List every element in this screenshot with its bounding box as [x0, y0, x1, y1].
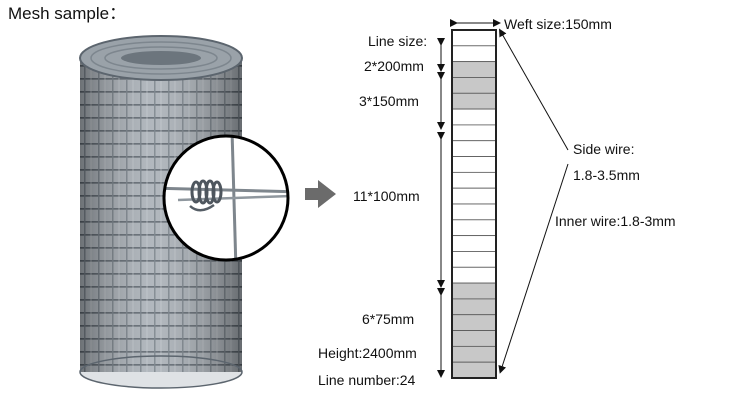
panel-cell-12: [451, 203, 497, 221]
side-wire-title: Side wire:: [573, 141, 635, 157]
height-label: Height:2400mm: [318, 345, 417, 361]
panel-cell-7: [451, 124, 497, 142]
inner-wire-label: Inner wire:1.8-3mm: [555, 213, 676, 229]
panel-cell-19: [451, 314, 497, 331]
panel-cell-5: [451, 92, 497, 110]
segment-label-3: 11*100mm: [353, 188, 420, 204]
panel-cell-14: [451, 235, 497, 252]
panel-cell-15: [451, 251, 497, 268]
panel-border: [451, 29, 497, 379]
line-size-label: Line size:: [368, 33, 428, 49]
side-wire-pointers: [498, 28, 569, 374]
panel-cell-17: [451, 282, 497, 300]
panel-cell-21: [451, 345, 497, 363]
panel-cell-4: [451, 77, 497, 94]
panel-cell-20: [451, 330, 497, 347]
mesh-panel: [451, 29, 497, 379]
panel-cell-9: [451, 156, 497, 173]
right-arrow-icon: [305, 180, 336, 208]
segment-label-4: 6*75mm: [362, 311, 415, 327]
panel-cell-18: [451, 298, 497, 316]
panel-cell-16: [451, 266, 497, 284]
mesh-sample-caption: Mesh sample：: [8, 4, 127, 23]
line-number-label: Line number:24: [318, 372, 416, 388]
panel-cell-6: [451, 108, 497, 126]
panel-cell-10: [451, 171, 497, 189]
knot-magnifier: [162, 134, 290, 262]
panel-cell-22: [451, 361, 497, 379]
segment-label-2: 3*150mm: [359, 93, 419, 109]
panel-cell-8: [451, 140, 497, 157]
weft-size-label: Weft size:150mm: [504, 16, 612, 32]
panel-cell-2: [451, 45, 497, 63]
panel-cell-11: [451, 187, 497, 205]
panel-cell-1: [451, 29, 497, 47]
panel-cell-3: [451, 61, 497, 78]
side-wire-value: 1.8-3.5mm: [573, 167, 640, 183]
panel-cell-13: [451, 219, 497, 237]
segment-label-1: 2*200mm: [364, 58, 424, 74]
